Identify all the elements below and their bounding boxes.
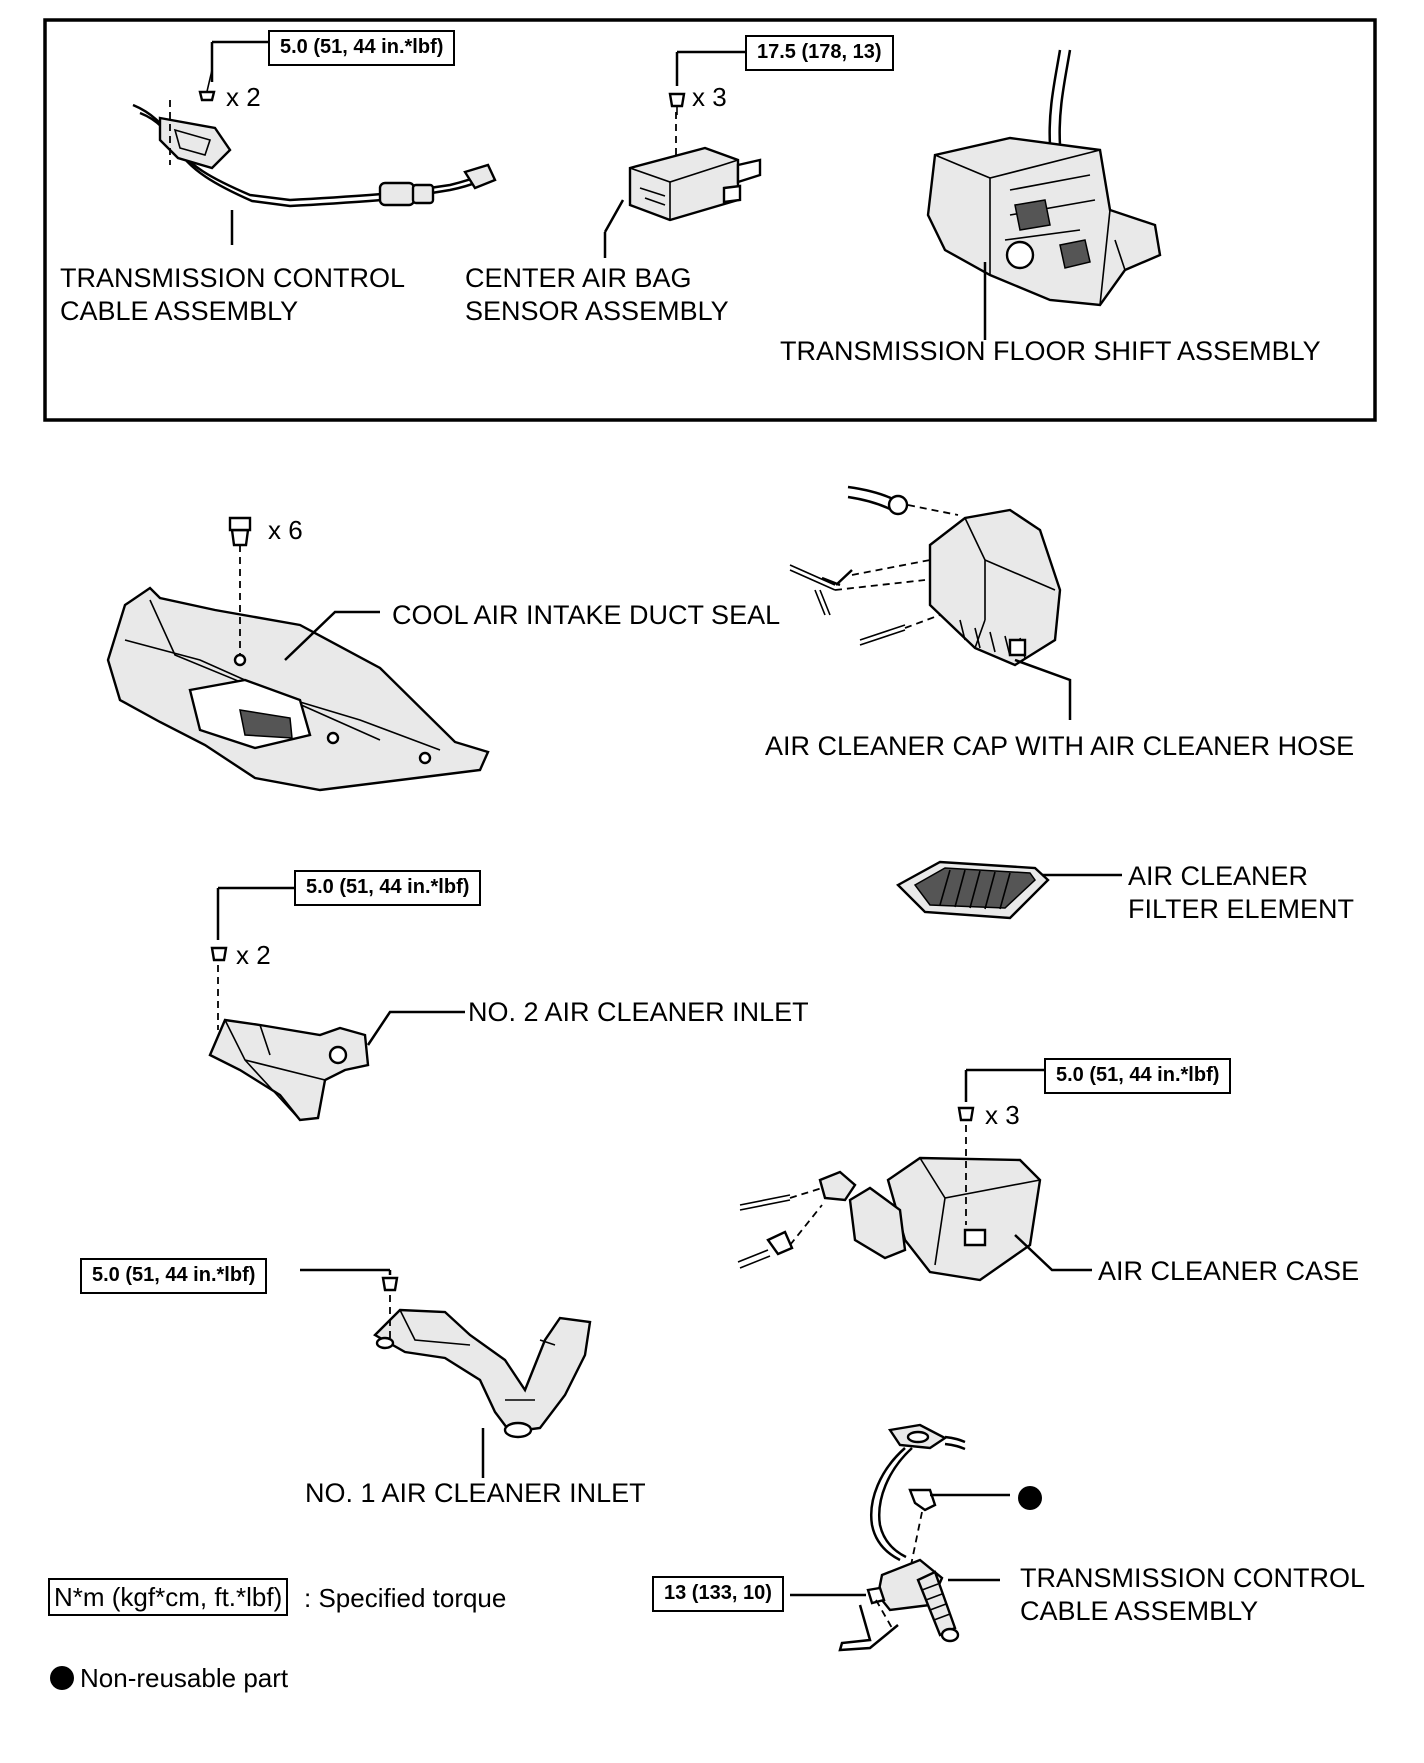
label-center-air-bag-sensor-line2: SENSOR ASSEMBLY bbox=[465, 296, 729, 326]
label-transmission-control-cable-line2: CABLE ASSEMBLY bbox=[60, 296, 299, 326]
label-air-cleaner-case: AIR CLEANER CASE bbox=[1098, 1256, 1360, 1286]
legend-torque-units-box: N*m (kgf*cm, ft.*lbf) bbox=[48, 1578, 289, 1616]
torque-value-lower-cable: 13 (133, 10) bbox=[652, 1576, 784, 1612]
quantity-duct-seal: x 6 bbox=[268, 515, 303, 545]
label-transmission-control-cable-lower-line1: TRANSMISSION CONTROL bbox=[1020, 1563, 1366, 1593]
torque-value-no2-inlet: 5.0 (51, 44 in.*lbf) bbox=[294, 870, 482, 906]
cool-air-intake-duct-seal-drawing bbox=[106, 516, 490, 792]
non-reusable-part-marker bbox=[1018, 1486, 1042, 1510]
torque-value-no1-inlet: 5.0 (51, 44 in.*lbf) bbox=[80, 1258, 268, 1294]
label-cool-air-intake-duct-seal: COOL AIR INTAKE DUCT SEAL bbox=[392, 600, 781, 630]
transmission-control-cable-drawing bbox=[132, 40, 497, 245]
quantity-air-bag-sensor: x 3 bbox=[692, 82, 727, 112]
center-air-bag-sensor-drawing bbox=[603, 50, 762, 258]
quantity-inset-cable: x 2 bbox=[226, 82, 261, 112]
label-transmission-floor-shift: TRANSMISSION FLOOR SHIFT ASSEMBLY bbox=[780, 336, 1321, 366]
no2-air-cleaner-inlet-drawing bbox=[208, 886, 465, 1122]
air-cleaner-filter-drawing bbox=[896, 860, 1122, 920]
transmission-control-cable-lower-drawing bbox=[790, 1423, 1010, 1652]
torque-value-air-cleaner-case: 5.0 (51, 44 in.*lbf) bbox=[1044, 1058, 1232, 1094]
transmission-floor-shift-drawing bbox=[926, 49, 1162, 340]
air-cleaner-case-drawing bbox=[737, 1068, 1092, 1282]
quantity-no2-inlet: x 2 bbox=[236, 940, 271, 970]
legend-non-reusable-dot bbox=[50, 1666, 74, 1690]
label-no1-air-cleaner-inlet: NO. 1 AIR CLEANER INLET bbox=[305, 1478, 646, 1508]
legend-non-reusable-text: Non-reusable part bbox=[80, 1663, 289, 1693]
label-air-cleaner-cap: AIR CLEANER CAP WITH AIR CLEANER HOSE bbox=[765, 731, 1355, 761]
air-cleaner-cap-drawing bbox=[789, 485, 1072, 720]
label-transmission-control-cable-lower-line2: CABLE ASSEMBLY bbox=[1020, 1596, 1259, 1626]
torque-value-air-bag-sensor: 17.5 (178, 13) bbox=[745, 35, 894, 71]
no1-air-cleaner-inlet-drawing bbox=[300, 1268, 592, 1478]
torque-value-inset-cable: 5.0 (51, 44 in.*lbf) bbox=[268, 30, 456, 66]
label-center-air-bag-sensor-line1: CENTER AIR BAG bbox=[465, 263, 692, 293]
label-air-cleaner-filter-line1: AIR CLEANER bbox=[1128, 861, 1309, 891]
inset-frame bbox=[43, 18, 1377, 422]
label-air-cleaner-filter-line2: FILTER ELEMENT bbox=[1128, 894, 1355, 924]
quantity-air-cleaner-case: x 3 bbox=[985, 1100, 1020, 1130]
label-transmission-control-cable-line1: TRANSMISSION CONTROL bbox=[60, 263, 406, 293]
legend-specified-torque-text: : Specified torque bbox=[304, 1583, 507, 1613]
label-no2-air-cleaner-inlet: NO. 2 AIR CLEANER INLET bbox=[468, 997, 809, 1027]
